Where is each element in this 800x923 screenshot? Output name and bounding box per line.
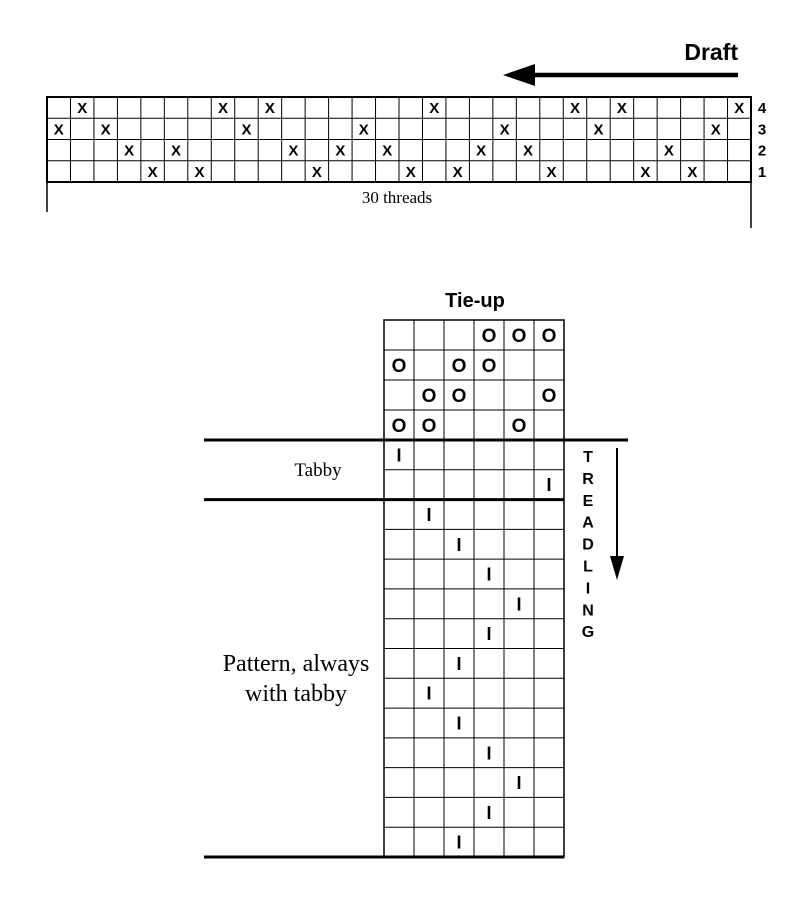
draft-thread-mark: X	[617, 100, 627, 117]
thread-count-label: 30 threads	[362, 188, 432, 207]
draft-thread-mark: X	[476, 143, 486, 160]
draft-thread-mark: X	[265, 100, 275, 117]
draft-thread-mark: X	[547, 164, 557, 181]
draft-thread-mark: X	[312, 164, 322, 181]
draft-thread-mark: X	[77, 100, 87, 117]
draft-thread-mark: X	[711, 121, 721, 138]
draft-title: Draft	[684, 39, 738, 65]
treadling-mark: I	[516, 594, 521, 614]
draft-shaft-label: 4	[758, 100, 767, 117]
tieup-tie-mark: O	[452, 386, 467, 407]
treadling-mark: I	[546, 475, 551, 495]
draft-thread-mark: X	[288, 143, 298, 160]
treadling-mark: I	[456, 713, 461, 733]
tieup-tie-mark: O	[452, 356, 467, 377]
draft-thread-mark: X	[523, 143, 533, 160]
section-label: Pattern, always	[223, 651, 370, 677]
treadling-mark: I	[486, 803, 491, 823]
tieup-tie-mark: O	[422, 416, 437, 437]
treadling-label-letter: N	[582, 602, 594, 619]
draft-thread-mark: X	[218, 100, 228, 117]
draft-thread-mark: X	[195, 164, 205, 181]
draft-thread-mark: X	[335, 143, 345, 160]
draft-thread-mark: X	[500, 121, 510, 138]
treadling-label-letter: A	[582, 515, 594, 532]
tieup-tie-mark: O	[482, 326, 497, 347]
tieup-tie-mark: O	[482, 356, 497, 377]
tieup-tie-mark: O	[392, 356, 407, 377]
treadling-mark: I	[486, 565, 491, 585]
treadling-mark: I	[456, 833, 461, 853]
draft-thread-mark: X	[664, 143, 674, 160]
draft-direction-arrow	[503, 64, 738, 86]
treadling-mark: I	[516, 773, 521, 793]
section-divider-lines	[204, 438, 628, 859]
draft-thread-mark: X	[101, 121, 111, 138]
section-label: Tabby	[294, 460, 342, 481]
draft-thread-mark: X	[453, 164, 463, 181]
draft-thread-mark: X	[241, 121, 251, 138]
treadling-grid: I I I I I I I I I I I I I I	[383, 439, 565, 858]
draft-thread-mark: X	[171, 143, 181, 160]
treadling-label-letter: I	[586, 580, 590, 597]
draft-thread-mark: X	[593, 121, 603, 138]
draft-thread-mark: X	[734, 100, 744, 117]
draft-thread-mark: X	[640, 164, 650, 181]
tieup-tie-mark: O	[512, 416, 527, 437]
draft-thread-mark: X	[148, 164, 158, 181]
section-label: with tabby	[245, 681, 347, 707]
treadling-label-letter: G	[582, 624, 594, 641]
draft-thread-mark: X	[359, 121, 369, 138]
tieup-title: Tie-up	[445, 290, 505, 312]
tieup-tie-mark: O	[392, 416, 407, 437]
treadling-mark: I	[426, 505, 431, 525]
treadling-label-letter: R	[582, 471, 594, 488]
tieup-tie-mark: O	[542, 386, 557, 407]
tieup-tie-mark: O	[512, 326, 527, 347]
draft-thread-mark: X	[382, 143, 392, 160]
tieup-tie-mark: O	[422, 386, 437, 407]
draft-shaft-label: 1	[758, 164, 766, 181]
tieup-tie-mark: O	[542, 326, 557, 347]
treadling-mark: I	[456, 654, 461, 674]
draft-thread-mark: X	[570, 100, 580, 117]
draft-thread-mark: X	[124, 143, 134, 160]
treadling-label-letter: L	[583, 559, 593, 576]
treadling-label-letter: E	[583, 493, 594, 510]
draft-shaft-label: 3	[758, 121, 766, 138]
treadling-label-letter: T	[583, 449, 593, 466]
treadling-mark: I	[486, 743, 491, 763]
draft-thread-mark: X	[687, 164, 697, 181]
treadling-mark: I	[456, 535, 461, 555]
treadling-direction-arrow	[610, 448, 624, 580]
treadling-label-letter: D	[582, 537, 594, 554]
draft-shaft-label: 2	[758, 143, 766, 160]
treadling-mark: I	[486, 624, 491, 644]
draft-shaft-labels: 4 3 2 1	[758, 100, 767, 181]
draft-thread-mark: X	[406, 164, 416, 181]
treadling-mark: I	[426, 684, 431, 704]
thread-count-bracket	[46, 182, 752, 228]
treadling-mark: I	[396, 445, 401, 465]
draft-thread-mark: X	[54, 121, 64, 138]
draft-thread-mark: X	[429, 100, 439, 117]
